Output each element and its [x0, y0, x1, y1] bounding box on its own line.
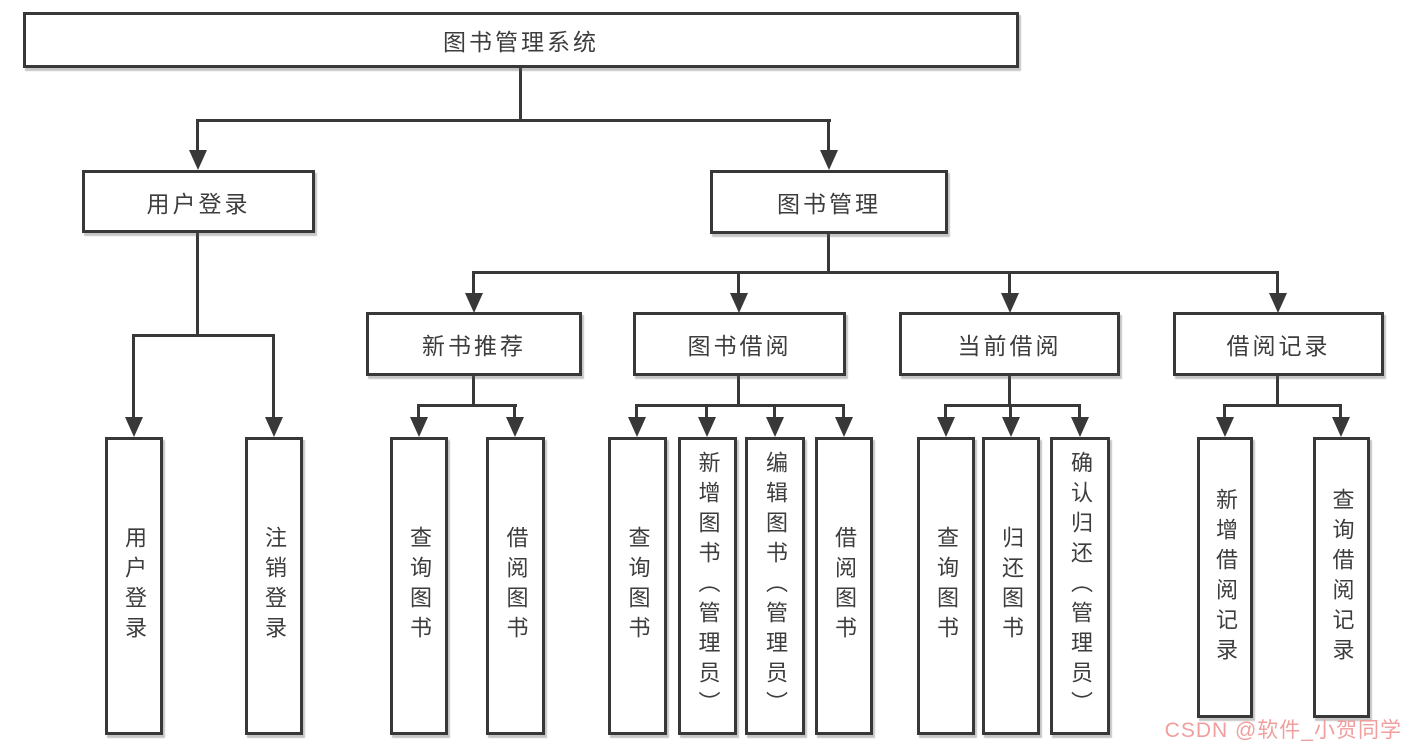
connector-line: [197, 119, 831, 122]
arrowhead-icon: [1002, 417, 1020, 437]
node-label: 注销登录: [262, 526, 287, 646]
leaf-borrow-books-recommend: 借阅图书: [486, 437, 545, 735]
connector-line: [1223, 404, 1226, 420]
arrowhead-icon: [766, 417, 784, 437]
connector-line: [827, 234, 830, 274]
connector-line: [737, 376, 740, 407]
node-label: 借阅记录: [1226, 333, 1331, 359]
node-label: 归还图书: [999, 526, 1024, 646]
arrowhead-icon: [698, 417, 716, 437]
leaf-logout: 注销登录: [245, 437, 303, 735]
leaf-query-borrow-record: 查询借阅记录: [1313, 437, 1370, 718]
connector-line: [1008, 271, 1011, 297]
leaf-borrow-books: 借阅图书: [815, 437, 873, 735]
node-label: 用户登录: [146, 190, 251, 217]
arrowhead-icon: [1332, 417, 1350, 437]
node-label: 查询借阅记录: [1329, 487, 1355, 668]
leaf-edit-book-admin: 编辑图书（管理员）: [745, 437, 805, 735]
leaf-query-books-recommend: 查询图书: [390, 437, 448, 735]
connector-line: [944, 404, 947, 420]
node-current-borrow: 当前借阅: [899, 312, 1120, 376]
arrowhead-icon: [189, 150, 207, 170]
arrowhead-icon: [835, 417, 853, 437]
leaf-add-borrow-record: 新增借阅记录: [1197, 437, 1253, 718]
connector-line: [827, 119, 830, 153]
leaf-confirm-return-admin: 确认归还（管理员）: [1050, 437, 1110, 735]
connector-line: [773, 404, 776, 420]
node-label: 查询图书: [934, 526, 959, 646]
arrowhead-icon: [820, 150, 838, 170]
connector-line: [134, 334, 275, 337]
connector-line: [417, 404, 420, 420]
connector-line: [1009, 404, 1012, 420]
node-label: 当前借阅: [957, 333, 1062, 359]
node-label: 查询图书: [625, 526, 651, 646]
node-label: 新增图书（管理员）: [695, 451, 721, 721]
node-label: 查询图书: [407, 526, 432, 646]
node-label: 编辑图书（管理员）: [763, 451, 788, 721]
connector-line: [635, 404, 638, 420]
node-user-login-branch: 用户登录: [82, 170, 315, 233]
node-label: 借阅图书: [832, 526, 857, 646]
node-book-borrow: 图书借阅: [633, 312, 846, 376]
connector-line: [1276, 376, 1279, 407]
arrowhead-icon: [506, 417, 524, 437]
connector-line: [946, 404, 1081, 407]
leaf-add-book-admin: 新增图书（管理员）: [678, 437, 737, 735]
node-borrow-records: 借阅记录: [1173, 312, 1384, 376]
connector-line: [419, 404, 517, 407]
node-label: 图书借阅: [687, 333, 792, 359]
connector-line: [705, 404, 708, 420]
leaf-query-books-current: 查询图书: [917, 437, 975, 735]
arrowhead-icon: [937, 417, 955, 437]
arrowhead-icon: [125, 417, 143, 437]
connector-line: [519, 66, 522, 121]
csdn-watermark: CSDN @软件_小贺同学: [1164, 719, 1402, 742]
connector-line: [1078, 404, 1081, 420]
connector-line: [196, 233, 199, 336]
arrowhead-icon: [465, 293, 483, 313]
connector-line: [513, 404, 516, 420]
connector-line: [737, 271, 740, 297]
connector-line: [1339, 404, 1342, 420]
node-label: 图书管理: [777, 191, 881, 217]
arrowhead-icon: [730, 293, 748, 313]
connector-line: [1225, 404, 1342, 407]
connector-line: [637, 404, 845, 407]
arrowhead-icon: [1001, 293, 1019, 313]
arrowhead-icon: [1071, 417, 1089, 437]
arrowhead-icon: [410, 417, 428, 437]
leaf-user-login: 用户登录: [105, 437, 163, 735]
leaf-query-books-borrow: 查询图书: [608, 437, 667, 735]
arrowhead-icon: [1216, 417, 1234, 437]
connector-line: [842, 404, 845, 420]
node-new-book-recommend: 新书推荐: [366, 312, 582, 376]
node-label: 图书管理系统: [443, 29, 599, 55]
node-label: 用户登录: [122, 526, 147, 646]
connector-line: [132, 334, 135, 420]
connector-line: [1276, 271, 1279, 297]
node-label: 借阅图书: [503, 526, 529, 646]
node-label: 新增借阅记录: [1213, 487, 1238, 668]
arrowhead-icon: [628, 417, 646, 437]
node-root: 图书管理系统: [23, 12, 1019, 68]
connector-line: [472, 271, 475, 297]
connector-line: [472, 376, 475, 407]
connector-line: [473, 271, 1279, 274]
arrowhead-icon: [265, 417, 283, 437]
node-label: 确认归还（管理员）: [1068, 451, 1093, 721]
connector-line: [196, 119, 199, 153]
arrowhead-icon: [1269, 293, 1287, 313]
leaf-return-book: 归还图书: [982, 437, 1040, 735]
connector-line: [1008, 376, 1011, 407]
node-book-management: 图书管理: [710, 170, 948, 234]
connector-line: [272, 334, 275, 420]
node-label: 新书推荐: [422, 333, 526, 359]
